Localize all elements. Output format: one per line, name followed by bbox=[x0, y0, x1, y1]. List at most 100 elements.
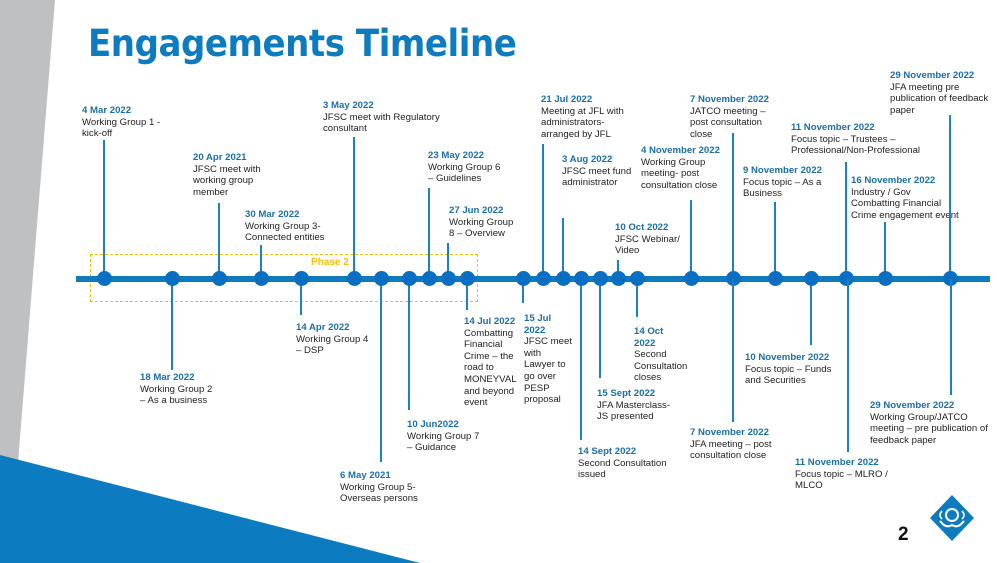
event-date: 18 Mar 2022 bbox=[140, 372, 195, 383]
page-number: 2 bbox=[898, 524, 909, 545]
event-date: 6 May 2021 bbox=[340, 470, 391, 481]
event-date: 14 Sept 2022 bbox=[578, 446, 637, 457]
event-connector bbox=[218, 203, 220, 279]
event-date: 16 November 2022 bbox=[851, 175, 936, 186]
event-date: 15 Sept 2022 bbox=[597, 388, 656, 399]
event-description: JFA meeting pre publication of feedback … bbox=[890, 81, 989, 116]
event-connector bbox=[260, 245, 262, 279]
event-date: 29 November 2022 bbox=[890, 70, 975, 81]
event-connector bbox=[408, 279, 410, 410]
event-label: 7 November 2022 JFA meeting – post consu… bbox=[690, 427, 775, 462]
timeline-dot[interactable] bbox=[401, 271, 417, 286]
phase-2-label: Phase 2 bbox=[311, 257, 349, 268]
event-connector bbox=[428, 188, 430, 279]
event-label: 30 Mar 2022 Working Group 3- Connected e… bbox=[245, 209, 330, 244]
timeline-dot[interactable] bbox=[725, 271, 741, 286]
event-date: 10 November 2022 bbox=[745, 352, 830, 363]
timeline-dot[interactable] bbox=[683, 271, 699, 286]
event-description: Focus topic – As a Business bbox=[743, 176, 822, 200]
event-label: 29 November 2022 JFA meeting pre publica… bbox=[890, 70, 990, 116]
logo-icon bbox=[930, 495, 974, 541]
timeline-dot[interactable] bbox=[535, 271, 551, 286]
event-description: JFSC meet with working group member bbox=[193, 163, 261, 198]
event-connector bbox=[845, 162, 847, 279]
event-label: 23 May 2022 Working Group 6 – Guidelines bbox=[428, 150, 508, 185]
event-connector bbox=[447, 243, 449, 279]
event-connector bbox=[732, 133, 734, 279]
timeline-bar bbox=[76, 276, 990, 282]
event-connector bbox=[617, 260, 619, 279]
blue-corner-triangle bbox=[0, 455, 420, 563]
event-date: 4 November 2022 bbox=[641, 145, 720, 156]
timeline-dot[interactable] bbox=[421, 271, 437, 286]
event-date: 3 May 2022 bbox=[323, 100, 374, 111]
timeline-dot[interactable] bbox=[211, 271, 227, 286]
event-description: Working Group 4 – DSP bbox=[296, 333, 369, 357]
event-description: Working Group meeting- post consultation… bbox=[641, 156, 718, 191]
timeline-dot[interactable] bbox=[767, 271, 783, 286]
event-label: 18 Mar 2022 Working Group 2 – As a busin… bbox=[140, 372, 220, 407]
timeline-dot[interactable] bbox=[515, 271, 531, 286]
event-description: JFSC meet fund administrator bbox=[562, 165, 632, 189]
event-label: 3 Aug 2022 JFSC meet fund administrator bbox=[562, 154, 637, 189]
event-date: 11 November 2022 bbox=[795, 457, 879, 468]
event-label: 27 Jun 2022 Working Group 8 – Overview bbox=[449, 205, 521, 240]
timeline-dot[interactable] bbox=[629, 271, 645, 286]
event-date: 14 Jul 2022 bbox=[464, 316, 516, 327]
event-description: JFSC Webinar/ Video bbox=[615, 233, 680, 257]
event-label: 10 Jun2022 Working Group 7 – Guidance bbox=[407, 419, 487, 454]
event-date: 11 November 2022 bbox=[791, 122, 875, 133]
event-connector bbox=[522, 279, 524, 303]
timeline-dot[interactable] bbox=[96, 271, 112, 286]
event-description: Focus topic – Trustees – Professional/No… bbox=[791, 133, 921, 157]
event-date: 30 Mar 2022 bbox=[245, 209, 300, 220]
event-connector bbox=[103, 140, 105, 279]
timeline-dot[interactable] bbox=[346, 271, 362, 286]
timeline-dot[interactable] bbox=[803, 271, 819, 286]
event-description: Working Group 7 – Guidance bbox=[407, 430, 480, 454]
event-label: 3 May 2022 JFSC meet with Regulatory con… bbox=[323, 100, 443, 135]
event-description: Industry / Gov Combatting Financial Crim… bbox=[851, 186, 959, 221]
event-description: JATCO meeting – post consultation close bbox=[690, 105, 766, 140]
timeline-dot[interactable] bbox=[610, 271, 626, 286]
event-connector bbox=[380, 279, 382, 462]
event-connector bbox=[466, 279, 468, 310]
event-label: 11 November 2022 Focus topic – Trustees … bbox=[791, 122, 936, 157]
timeline-dot[interactable] bbox=[592, 271, 608, 286]
event-date: 27 Jun 2022 bbox=[449, 205, 504, 216]
event-label: 9 November 2022 Focus topic – As a Busin… bbox=[743, 165, 823, 200]
timeline-dot[interactable] bbox=[253, 271, 269, 286]
timeline-dot[interactable] bbox=[164, 271, 180, 286]
event-label: 29 November 2022 Working Group/JATCO mee… bbox=[870, 400, 998, 446]
event-date: 10 Jun2022 bbox=[407, 419, 459, 430]
event-date: 4 Mar 2022 bbox=[82, 105, 132, 116]
event-date: 7 November 2022 bbox=[690, 427, 769, 438]
event-description: JFA Masterclass- JS presented bbox=[597, 399, 671, 423]
timeline-dot[interactable] bbox=[555, 271, 571, 286]
timeline-dot[interactable] bbox=[877, 271, 893, 286]
event-date: 14 Apr 2022 bbox=[296, 322, 350, 333]
event-date: 3 Aug 2022 bbox=[562, 154, 613, 165]
event-date: 7 November 2022 bbox=[690, 94, 769, 105]
timeline-dot[interactable] bbox=[373, 271, 389, 286]
timeline-dot[interactable] bbox=[440, 271, 456, 286]
timeline-dot[interactable] bbox=[573, 271, 589, 286]
timeline-dot[interactable] bbox=[838, 271, 854, 286]
event-description: Focus topic – Funds and Securities bbox=[745, 363, 832, 387]
event-description: Working Group 2 – As a business bbox=[140, 383, 213, 407]
event-label: 4 November 2022 Working Group meeting- p… bbox=[641, 145, 739, 191]
event-connector bbox=[636, 279, 638, 317]
event-description: Second Consultation closes bbox=[634, 349, 688, 384]
timeline-dot[interactable] bbox=[459, 271, 475, 286]
event-description: Focus topic – MLRO / MLCO bbox=[795, 468, 888, 492]
event-label: 14 Jul 2022 Combatting Financial Crime –… bbox=[464, 316, 518, 409]
event-label: 15 Jul 2022 JFSC meet with Lawyer to go … bbox=[524, 313, 574, 406]
event-connector bbox=[599, 279, 601, 378]
event-label: 16 November 2022 Industry / Gov Combatti… bbox=[851, 175, 961, 221]
event-label: 14 Sept 2022 Second Consultation issued bbox=[578, 446, 678, 481]
event-label: 4 Mar 2022 Working Group 1 - kick-off bbox=[82, 105, 162, 140]
timeline-dot[interactable] bbox=[293, 271, 309, 286]
timeline-dot[interactable] bbox=[942, 271, 958, 286]
event-connector bbox=[732, 279, 734, 422]
